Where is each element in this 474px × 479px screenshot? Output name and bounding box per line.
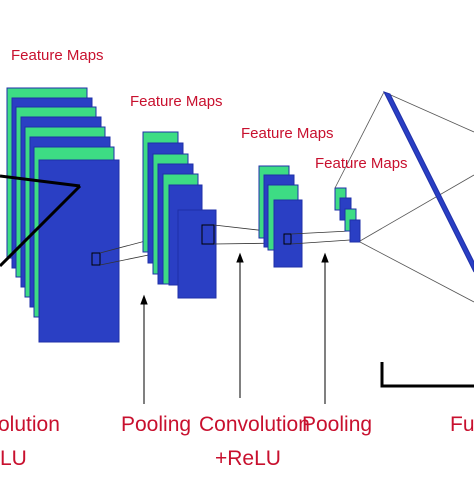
input-kernel-lines xyxy=(0,174,82,268)
relu-2-label: +ReLU xyxy=(215,447,281,470)
receptive-field-3 xyxy=(283,233,292,245)
feature-map-stack-1 xyxy=(6,87,120,343)
feature-maps-label-4: Feature Maps xyxy=(315,155,408,172)
feature-map-stack-3 xyxy=(258,165,303,268)
feature-maps-label-1: Feature Maps xyxy=(11,47,104,64)
relu-1-label-partial: LU xyxy=(0,447,27,470)
feature-maps-label-2: Feature Maps xyxy=(130,93,223,110)
connector-3 xyxy=(290,230,351,245)
output-bracket xyxy=(380,362,474,388)
pooling-1-label: Pooling xyxy=(121,413,192,436)
fully-connected-fan xyxy=(334,91,474,303)
feature-map-stack-4 xyxy=(334,187,361,243)
feature-map-stack-2 xyxy=(142,131,217,299)
receptive-field-1 xyxy=(91,252,101,266)
feature-maps-label-3: Feature Maps xyxy=(241,125,334,142)
fully-connected-layer xyxy=(383,91,474,273)
pooling-2-label: Pooling xyxy=(302,413,373,436)
label-arrows xyxy=(140,252,329,404)
receptive-field-2 xyxy=(201,224,215,245)
convolution-1-label-partial: olution xyxy=(0,413,60,436)
convolution-2-label: Convolution xyxy=(199,413,310,436)
fully-connected-label-partial: Full xyxy=(450,413,474,436)
